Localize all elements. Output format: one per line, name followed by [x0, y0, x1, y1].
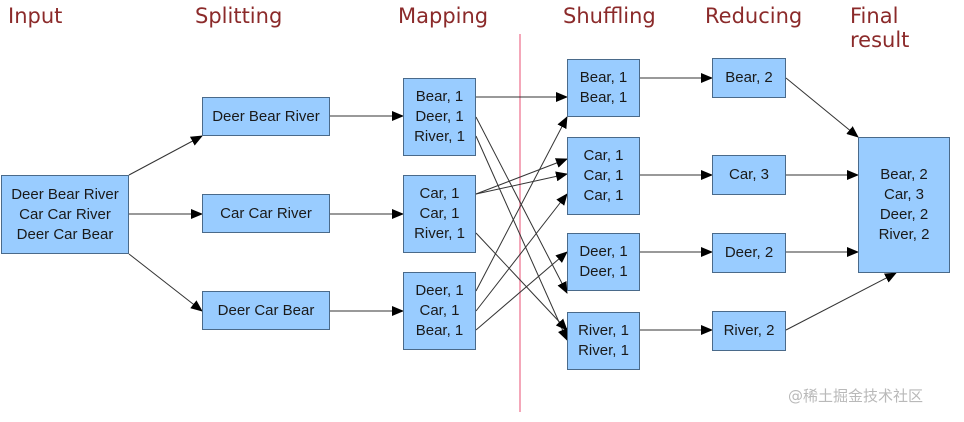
- box-line: Car Car River: [19, 205, 111, 223]
- box-line: Deer Car Bear: [217, 301, 315, 319]
- box-line: Car, 1: [419, 302, 460, 319]
- box-line: River, 1: [414, 225, 465, 242]
- stage-label-mapping: Mapping: [398, 4, 489, 28]
- shuffle-box: Bear, 1 Bear, 1: [567, 59, 640, 117]
- split-box: Car Car River: [202, 194, 330, 233]
- box-line: Car, 3: [883, 186, 925, 203]
- box-line: Bear, 2: [880, 166, 928, 183]
- stage-label-reducing: Reducing: [705, 4, 803, 28]
- box-line: Car, 1: [583, 187, 624, 204]
- box-line: Bear, 1: [579, 69, 628, 86]
- flow-arrow: [475, 158, 568, 195]
- box-line: Deer, 2: [879, 206, 929, 223]
- box-line: River, 1: [414, 128, 465, 145]
- stage-label-final-result: Final result: [850, 4, 910, 52]
- box-line: River, 1: [578, 342, 629, 359]
- box-line: River, 1: [578, 322, 629, 339]
- box-line: Car, 3: [728, 166, 770, 183]
- flow-arrow: [475, 232, 568, 331]
- box-line: Car, 1: [419, 205, 460, 222]
- map-box: Bear, 1 Deer, 1 River, 1: [403, 78, 476, 156]
- flow-arrow: [475, 135, 568, 341]
- flow-arrow: [475, 251, 568, 331]
- reduce-box: River, 2: [712, 311, 786, 351]
- shuffle-divider: [519, 34, 521, 412]
- box-line: Bear, 1: [415, 88, 464, 105]
- split-box: Deer Car Bear: [202, 291, 330, 330]
- box-line: Deer, 2: [724, 244, 774, 261]
- box-line: River, 2: [878, 226, 930, 243]
- stage-label-splitting: Splitting: [195, 4, 283, 28]
- shuffle-box: River, 1 River, 1: [567, 312, 640, 370]
- flow-arrow: [475, 116, 568, 292]
- box-line: Car Car River: [220, 204, 312, 222]
- reduce-box: Bear, 2: [712, 58, 786, 98]
- box-line: Deer Bear River: [212, 107, 320, 125]
- stage-label-shuffling: Shuffling: [563, 4, 656, 28]
- shuffle-box: Car, 1 Car, 1 Car, 1: [567, 137, 640, 215]
- box-line: Deer, 1: [415, 282, 464, 299]
- final-result-box: Bear, 2 Car, 3 Deer, 2 River, 2: [858, 137, 950, 273]
- box-line: Deer Bear River: [11, 185, 119, 203]
- flow-arrow: [785, 77, 859, 138]
- reduce-box: Car, 3: [712, 155, 786, 195]
- map-box: Deer, 1 Car, 1 Bear, 1: [403, 272, 476, 350]
- box-line: Car, 1: [583, 147, 624, 164]
- box-line: Deer, 1: [415, 108, 464, 125]
- split-box: Deer Bear River: [202, 97, 330, 136]
- reduce-box: Deer, 2: [712, 233, 786, 273]
- watermark: @稀土掘金技术社区: [788, 387, 924, 405]
- map-box: Car, 1 Car, 1 River, 1: [403, 175, 476, 253]
- stage-label-input: Input: [8, 4, 63, 28]
- box-line: Deer, 1: [579, 243, 628, 260]
- box-line: Car, 1: [419, 185, 460, 202]
- shuffle-box: Deer, 1 Deer, 1: [567, 233, 640, 291]
- box-line: Bear, 1: [579, 89, 628, 106]
- box-line: Bear, 1: [415, 322, 464, 339]
- box-line: Deer, 1: [579, 263, 628, 280]
- flow-arrow: [475, 193, 568, 312]
- box-line: River, 2: [723, 322, 775, 339]
- flow-arrow: [128, 253, 203, 312]
- flow-arrow: [785, 272, 897, 331]
- flow-arrow: [475, 171, 568, 195]
- box-line: Bear, 2: [725, 69, 773, 86]
- box-line: Car, 1: [583, 167, 624, 184]
- box-line: Deer Car Bear: [16, 225, 114, 243]
- flow-arrow: [128, 135, 203, 176]
